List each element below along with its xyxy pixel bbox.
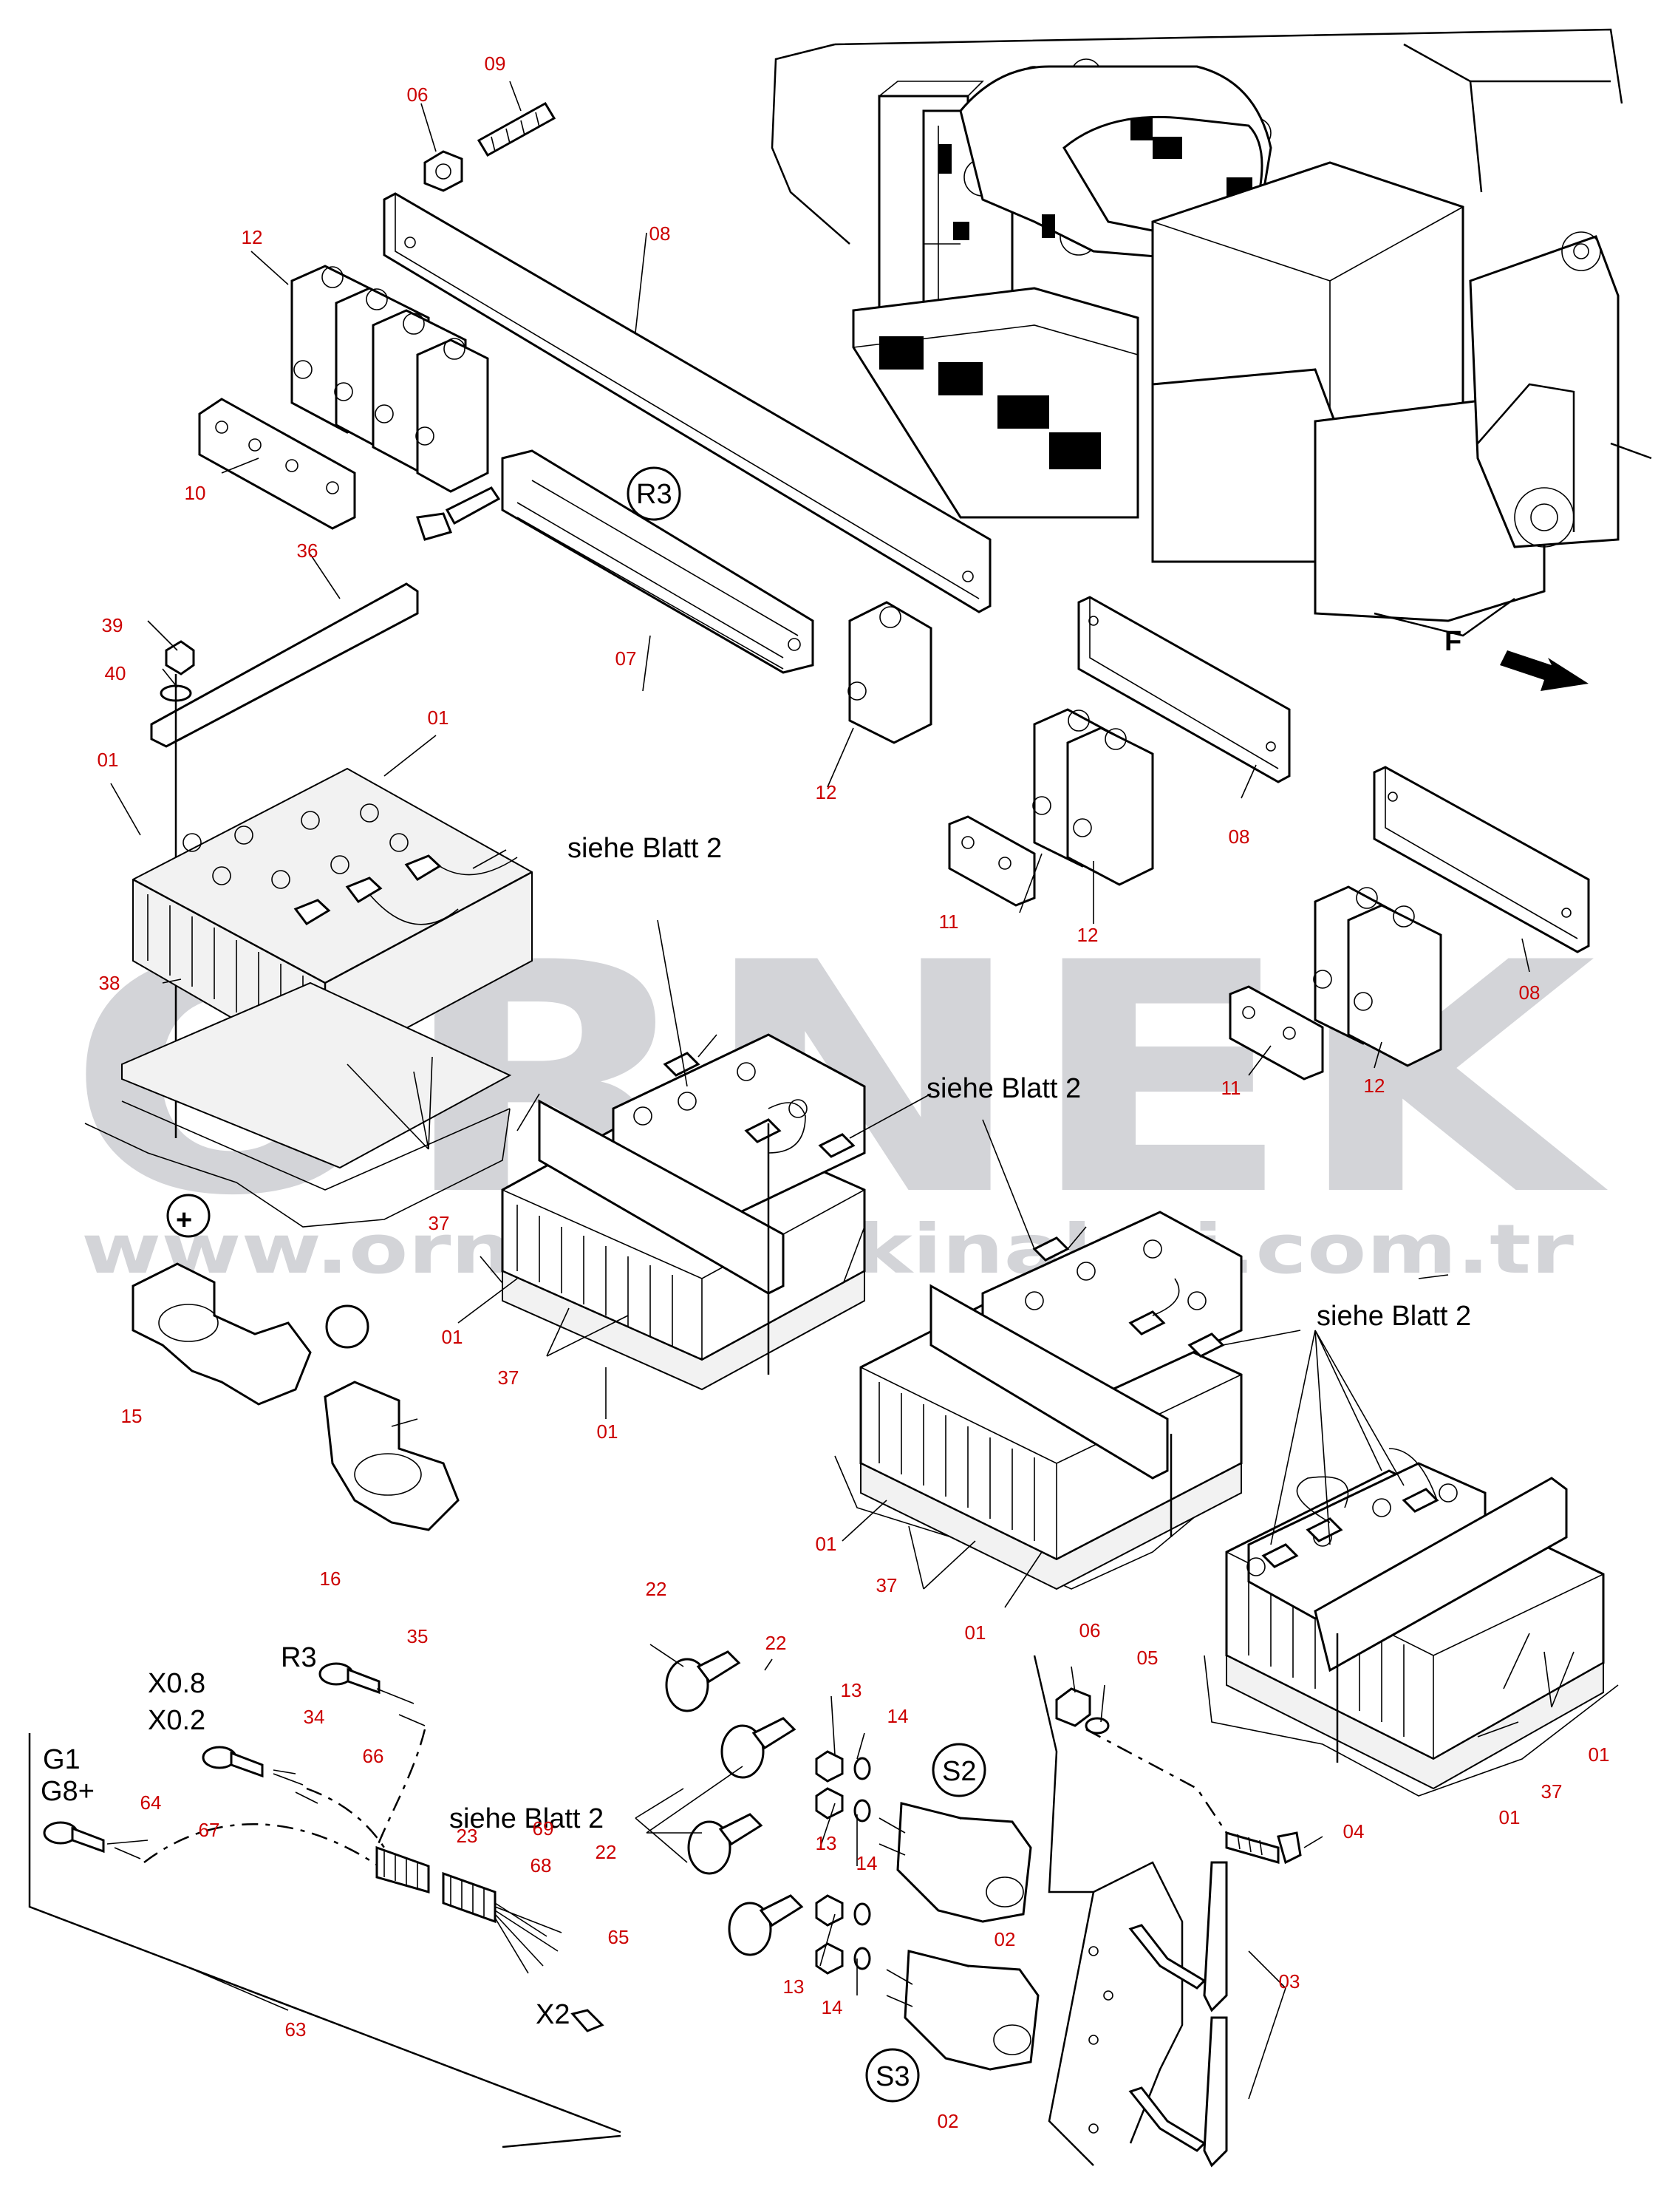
- battery-group-a: [84, 767, 533, 1228]
- leader-lines: [106, 81, 1575, 2100]
- battery-group-c: [834, 1211, 1301, 1590]
- battery-group-d: [1204, 1448, 1619, 1797]
- battery-clamps: +: [132, 1194, 460, 1531]
- callout: 66: [363, 1745, 384, 1767]
- callout: 09: [485, 52, 506, 75]
- fuse-blocks-right: [948, 596, 1590, 1081]
- callout: 08: [1229, 826, 1250, 848]
- connector-label: G8+: [41, 1776, 95, 1807]
- callout: 12: [1364, 1075, 1385, 1097]
- plus-label: +: [176, 1205, 192, 1236]
- connector-label: R3: [281, 1642, 317, 1673]
- callout: 04: [1343, 1820, 1365, 1842]
- parts-top: R3: [150, 101, 992, 1138]
- callout: 01: [442, 1326, 463, 1348]
- callout: 37: [1541, 1780, 1563, 1803]
- cable-harness: [28, 1662, 621, 2148]
- callout: 06: [407, 84, 429, 106]
- callout: 01: [1589, 1743, 1610, 1766]
- callout: 02: [995, 1928, 1016, 1950]
- callout: 68: [531, 1854, 552, 1876]
- callout: 01: [816, 1533, 837, 1555]
- callout: 63: [285, 2018, 307, 2041]
- connector-label: X0.2: [148, 1705, 205, 1736]
- plus-circle: [166, 1194, 211, 1238]
- callout: 67: [199, 1819, 220, 1841]
- callout: 01: [1499, 1806, 1521, 1828]
- direction-label: F: [1444, 626, 1461, 657]
- siehe-blatt-label: siehe Blatt 2: [449, 1803, 604, 1834]
- callout: 02: [938, 2110, 959, 2132]
- callout: 01: [98, 749, 119, 771]
- callout: 11: [1221, 1077, 1241, 1099]
- siehe-blatt-label: siehe Blatt 2: [567, 833, 722, 864]
- minus-circle: [325, 1304, 369, 1349]
- connector-label: G1: [43, 1744, 81, 1775]
- callout: 10: [185, 482, 206, 504]
- callout: 08: [1519, 981, 1541, 1004]
- callout: 22: [765, 1632, 787, 1654]
- callout: 11: [939, 911, 959, 933]
- callout: 16: [320, 1568, 341, 1590]
- s2-circle: [932, 1743, 986, 1797]
- solenoid-switches: S2 S3: [665, 1650, 1040, 2103]
- callout: 14: [822, 1996, 843, 2018]
- callout: 65: [608, 1926, 630, 1948]
- callout: 64: [140, 1791, 162, 1814]
- direction-arrow-icon: [1500, 650, 1589, 691]
- r3-top-circle: [627, 466, 681, 521]
- r3-top-label: R3: [636, 479, 672, 510]
- callout: 13: [841, 1679, 862, 1701]
- callout: 34: [304, 1706, 325, 1728]
- callout: 05: [1137, 1647, 1159, 1669]
- callout: 38: [99, 972, 120, 994]
- part-number-callouts: 09 06 08 12 10 36 39 40 07 01 01 12 38 0…: [98, 52, 1610, 2132]
- callout: 37: [498, 1367, 519, 1389]
- callout: 07: [615, 647, 637, 670]
- callout: 08: [649, 222, 671, 245]
- mounting-bracket: [1033, 1655, 1302, 2168]
- callout: 12: [242, 226, 263, 248]
- connector-label: X0.8: [148, 1668, 205, 1699]
- callout: 14: [887, 1705, 909, 1727]
- s3-label: S3: [876, 2061, 910, 2092]
- text-labels: siehe Blatt 2 siehe Blatt 2 siehe Blatt …: [41, 833, 1471, 2030]
- callout: 22: [596, 1841, 617, 1863]
- s3-circle: [865, 2048, 920, 2103]
- s2-label: S2: [942, 1756, 976, 1787]
- callout: 13: [783, 1976, 805, 1998]
- callout: 15: [121, 1405, 143, 1427]
- callout: 13: [816, 1832, 837, 1854]
- callout: 22: [646, 1578, 667, 1600]
- callout: 69: [533, 1817, 554, 1840]
- callout: 06: [1079, 1619, 1101, 1641]
- callout: 37: [429, 1212, 450, 1234]
- callout: 01: [428, 707, 449, 729]
- vehicle-engine-assembly: F: [771, 28, 1652, 691]
- callout: 03: [1279, 1970, 1300, 1992]
- callout: 35: [407, 1625, 429, 1647]
- battery-group-b: [480, 1033, 932, 1391]
- siehe-blatt-label: siehe Blatt 2: [1317, 1301, 1471, 1332]
- callout: 12: [816, 781, 837, 803]
- siehe-blatt-label: siehe Blatt 2: [927, 1073, 1081, 1104]
- callout: 12: [1077, 924, 1099, 946]
- callout: 40: [105, 662, 126, 684]
- callout: 14: [856, 1852, 878, 1874]
- callout: 36: [297, 540, 318, 562]
- callout: 23: [457, 1825, 478, 1847]
- callout: 01: [597, 1420, 618, 1443]
- callout: 37: [876, 1574, 898, 1596]
- connector-label: X2: [536, 1999, 570, 2030]
- callout: 01: [965, 1621, 986, 1644]
- callout: 39: [102, 614, 123, 636]
